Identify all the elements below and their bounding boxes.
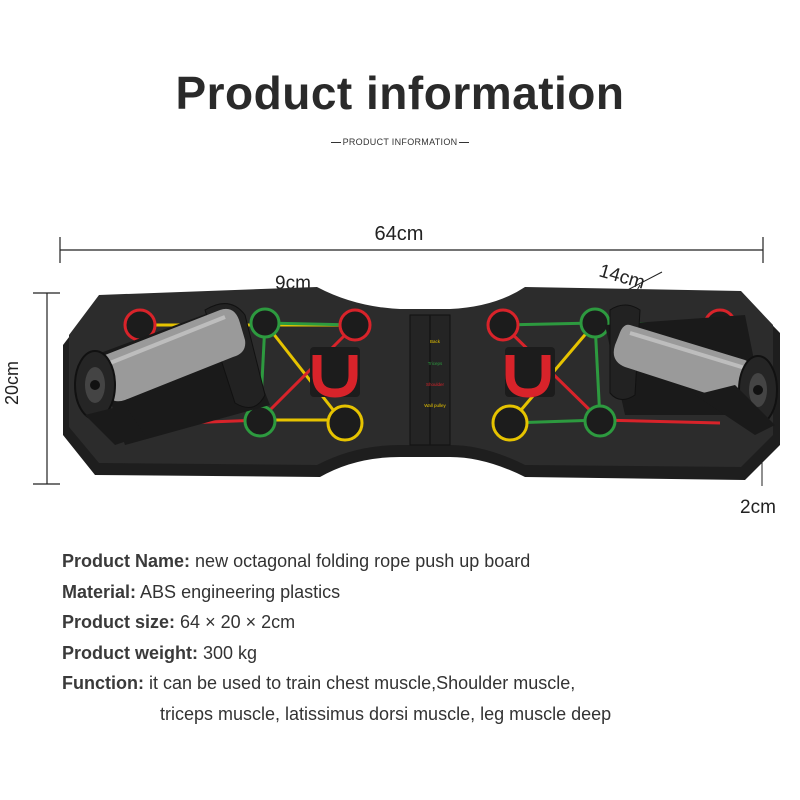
spec-size: Product size: 64 × 20 × 2cm <box>62 607 782 638</box>
thickness-label: 2cm <box>740 497 776 518</box>
left-handle-grip <box>99 308 246 402</box>
spec-label: Product weight: <box>62 642 198 663</box>
spec-weight: Product weight: 300 kg <box>62 638 782 669</box>
spec-function: Function: it can be used to train chest … <box>62 668 782 699</box>
left-handle <box>74 303 270 445</box>
subtitle-rule-left <box>330 142 341 144</box>
page-title: Product information <box>175 67 625 119</box>
spec-value: 300 kg <box>203 642 258 663</box>
left-circle-bottom-right <box>326 404 364 442</box>
subtitle-rule-right <box>459 142 470 144</box>
spec-value: new octagonal folding rope push up board <box>195 551 531 571</box>
left-circle-top-right <box>338 308 372 342</box>
spec-label: Product Name: <box>62 551 191 571</box>
spec-label: Function: <box>62 673 144 693</box>
spec-value: triceps muscle, latissimus dorsi muscle,… <box>160 703 612 724</box>
right-handle-grip <box>613 324 757 402</box>
length-label: 64cm <box>375 223 424 245</box>
right-circle-top-mid <box>579 307 611 339</box>
product-specs: Product Name: new octagonal folding rope… <box>62 546 782 729</box>
board-label-wall-pulley: Wall pulley <box>424 403 446 408</box>
right-circle-bottom-mid <box>583 404 617 438</box>
board-label-back: Back <box>430 339 441 344</box>
spec-value: 64 × 20 × 2cm <box>180 612 296 632</box>
spec-value: it can be used to train chest muscle,Sho… <box>149 673 576 693</box>
right-handle <box>605 304 778 435</box>
board-label-triceps: Triceps <box>428 361 443 366</box>
width-label: 20cm <box>2 361 22 405</box>
right-circle-bottom-left <box>491 404 529 442</box>
subtitle-text: PRODUCT INFORMATION <box>342 137 458 147</box>
push-up-board-illustration: Back Triceps Shoulder Wall pulley <box>63 287 780 480</box>
spec-function-continued: triceps muscle, latissimus dorsi muscle,… <box>62 699 782 730</box>
page-subtitle: PRODUCT INFORMATION <box>0 137 800 147</box>
spec-material: Material: ABS engineering plastics <box>62 577 782 608</box>
right-circle-top-left <box>486 308 520 342</box>
left-circle-top-mid <box>249 307 281 339</box>
left-red-hook <box>312 355 358 398</box>
spec-product-name: Product Name: new octagonal folding rope… <box>62 546 782 577</box>
spec-value: ABS engineering plastics <box>140 581 341 602</box>
spec-label: Product size: <box>62 612 176 632</box>
board-label-shoulder: Shoulder <box>426 382 445 387</box>
spec-label: Material: <box>62 581 137 602</box>
right-red-hook <box>505 355 551 398</box>
